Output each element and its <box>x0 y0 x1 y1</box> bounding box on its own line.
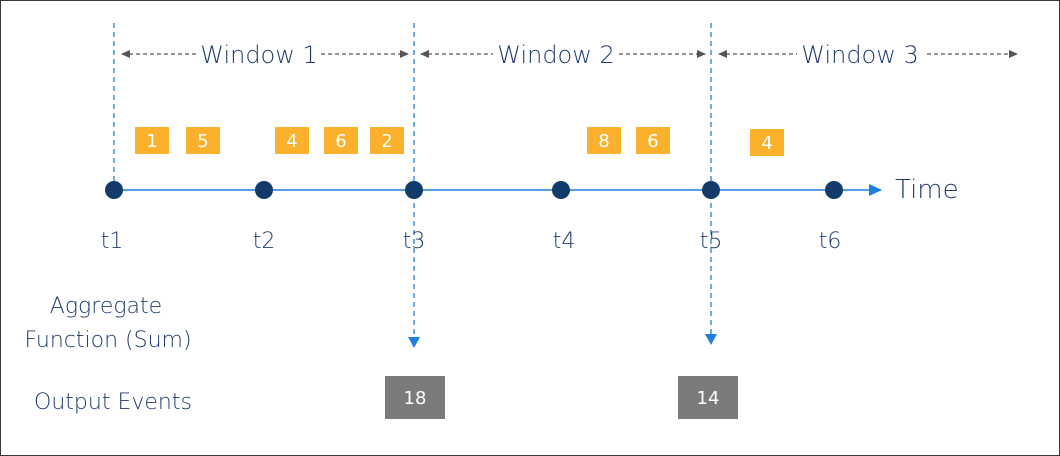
event-value: 8 <box>598 131 609 152</box>
time-node-t6 <box>825 181 843 199</box>
event-value: 4 <box>761 133 772 154</box>
tick-label-t3: t3 <box>403 229 426 254</box>
tick-label-t6: t6 <box>819 229 842 254</box>
time-axis-label: Time <box>895 175 959 205</box>
down-arrow-t3 <box>408 337 420 348</box>
event-box <box>135 127 169 154</box>
event-box <box>370 127 404 154</box>
window-spans: Window 1 Window 2 Window 3 <box>121 41 1018 69</box>
input-events: 1 5 4 6 2 8 6 4 <box>135 127 784 156</box>
aggregate-label-line-1: Aggregate <box>50 294 162 319</box>
row-labels: Aggregate Function (Sum) Output Events <box>24 294 191 415</box>
event-value: 1 <box>146 131 157 152</box>
tick-label-t1: t1 <box>101 229 124 254</box>
aggregate-label-line-2: Function (Sum) <box>24 328 191 353</box>
time-node-t1 <box>105 181 123 199</box>
event-value: 2 <box>381 131 392 152</box>
event-value: 6 <box>647 131 658 152</box>
output-box-t3 <box>385 376 445 419</box>
window-3-label: Window 3 <box>801 41 919 69</box>
window-2-label: Window 2 <box>497 41 615 69</box>
event-box <box>324 127 358 154</box>
time-node-t3 <box>405 181 423 199</box>
tick-label-t2: t2 <box>253 229 276 254</box>
time-node-t2 <box>255 181 273 199</box>
event-box <box>275 127 309 154</box>
event-value: 5 <box>197 131 208 152</box>
event-box <box>587 127 621 154</box>
event-value: 4 <box>286 131 297 152</box>
output-value-t5: 14 <box>697 388 720 409</box>
event-box <box>186 127 220 154</box>
output-box-t5 <box>678 376 738 419</box>
tick-label-t5: t5 <box>700 229 723 254</box>
event-value: 6 <box>335 131 346 152</box>
down-arrow-t5 <box>705 334 717 345</box>
timeline: Time t1 t2 t3 t4 t5 t6 <box>101 175 959 254</box>
time-node-t5 <box>702 181 720 199</box>
output-value-t3: 18 <box>404 388 427 409</box>
window-1-label: Window 1 <box>200 41 318 69</box>
tick-label-t4: t4 <box>553 229 576 254</box>
event-box <box>636 127 670 154</box>
output-events: 18 14 <box>385 376 738 419</box>
event-box <box>750 129 784 156</box>
time-node-t4 <box>552 181 570 199</box>
output-events-label: Output Events <box>34 390 192 415</box>
